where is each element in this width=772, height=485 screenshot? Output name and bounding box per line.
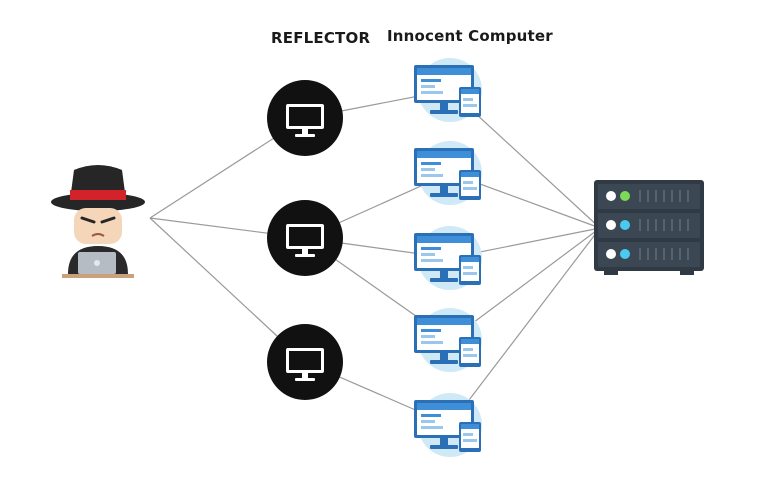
reflector-label: REFLECTOR bbox=[271, 29, 371, 47]
connection-lines bbox=[149, 89, 601, 426]
reflector-node bbox=[267, 80, 343, 156]
innocent-computer-node bbox=[414, 226, 482, 290]
innocent-computer-label: Innocent Computer bbox=[387, 27, 553, 45]
reflector-node bbox=[267, 324, 343, 400]
server-icon bbox=[594, 180, 704, 275]
innocent-computer-node bbox=[414, 58, 482, 122]
innocent-computer-node bbox=[414, 308, 482, 372]
innocent-computer-node bbox=[414, 141, 482, 205]
hacker-icon bbox=[51, 165, 145, 278]
innocent-computer-node bbox=[414, 393, 482, 457]
reflector-node bbox=[267, 200, 343, 276]
